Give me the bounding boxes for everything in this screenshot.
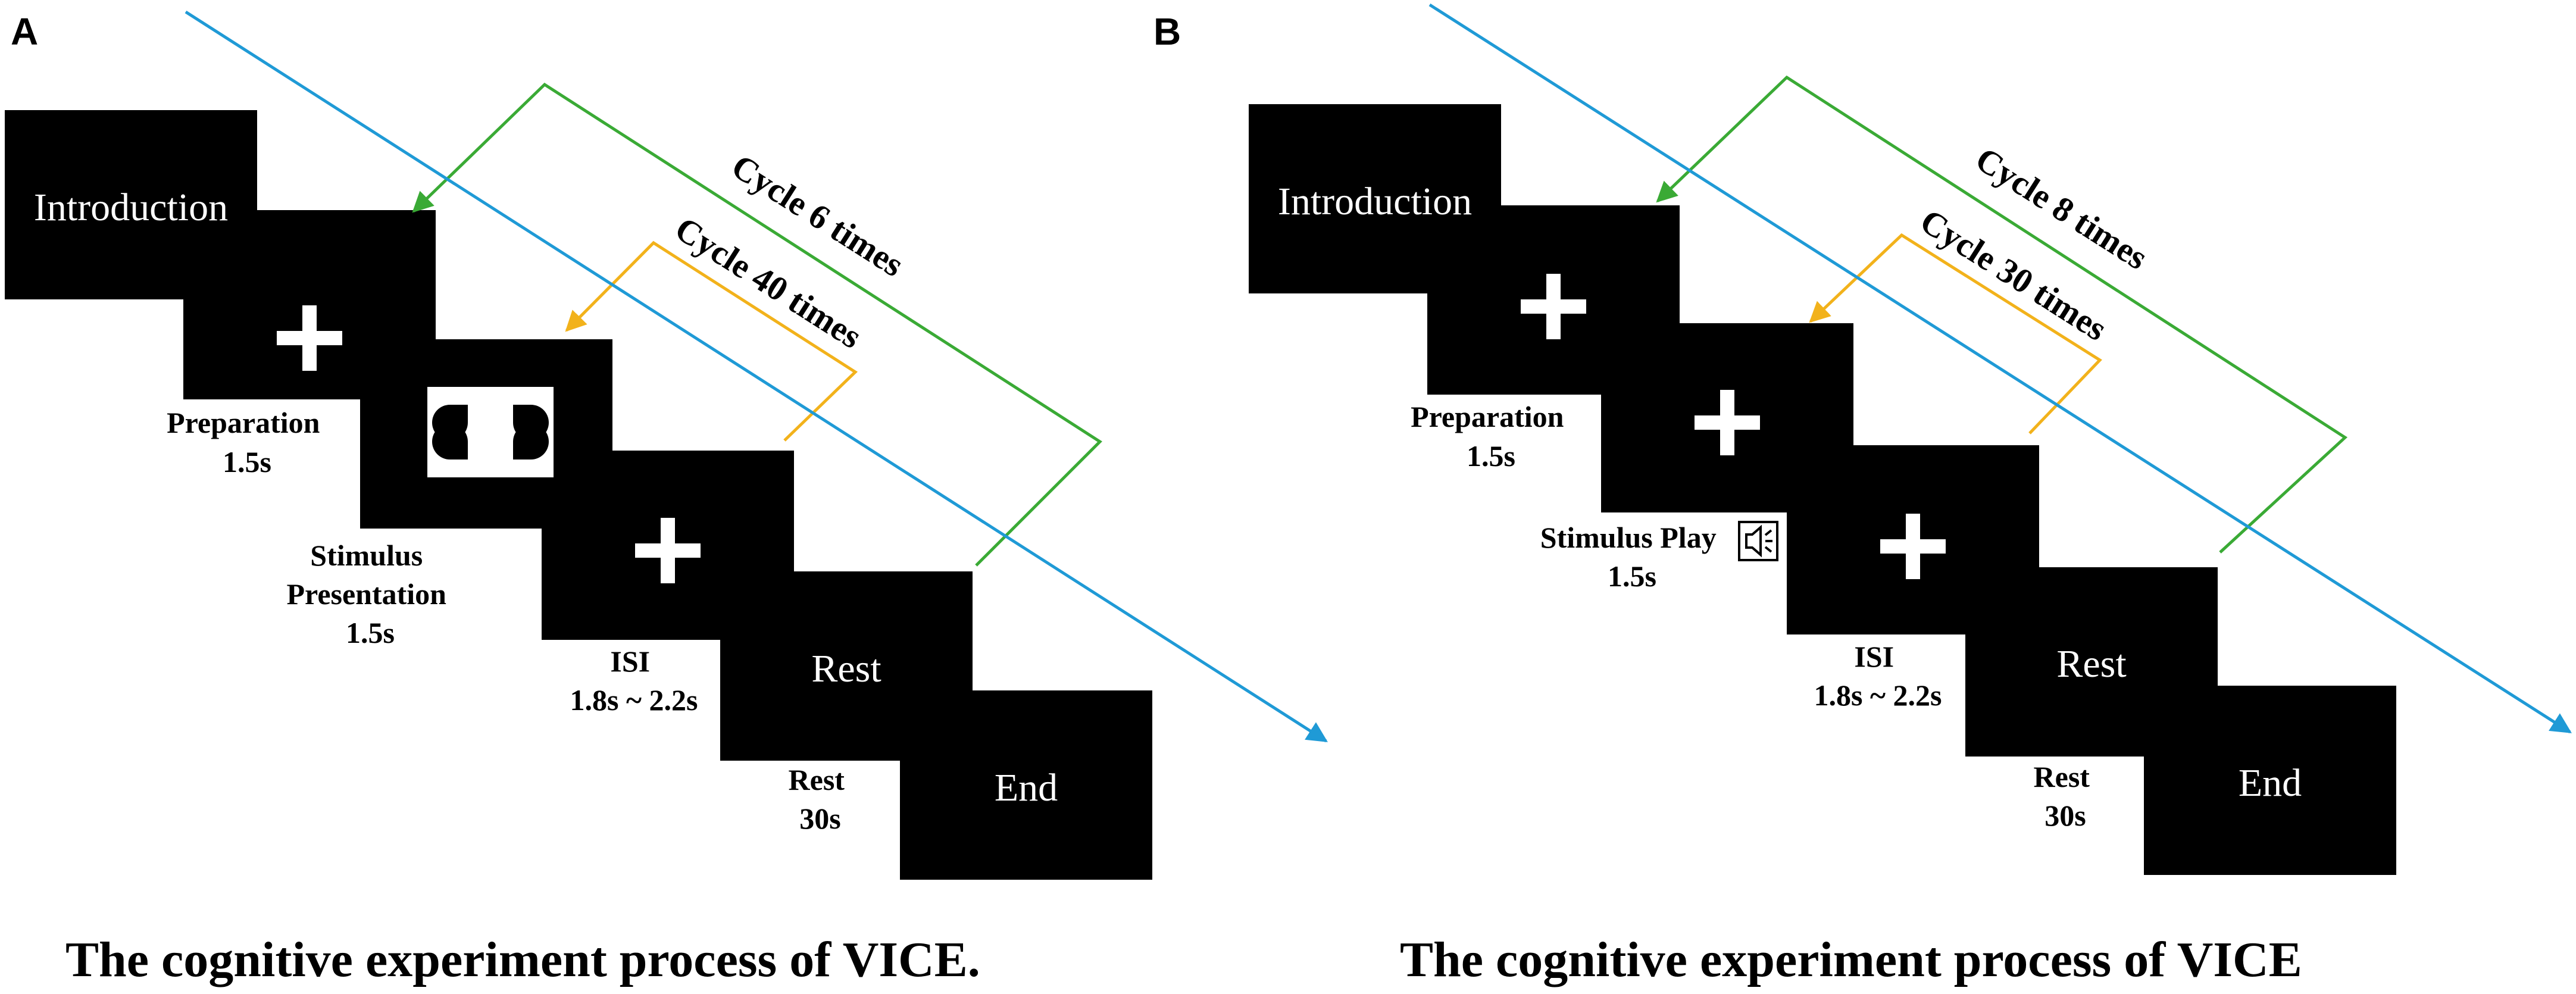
end-box-text: End xyxy=(995,766,1058,809)
plus-icon xyxy=(277,305,342,371)
panel-caption: The cognitive experiment process of VICE xyxy=(1400,932,2302,987)
preparation-label: Preparation 1.5s xyxy=(167,406,327,479)
isi-label: ISI 1.8s ~ 2.2s xyxy=(570,645,698,717)
four-quadrant-target-icon xyxy=(427,387,554,477)
rest-label: Rest 30s xyxy=(2034,760,2097,832)
outer-cycle-loop xyxy=(412,82,1102,567)
preparation-label: Preparation 1.5s xyxy=(1411,400,1571,473)
stimulus-label: Stimulus Presentation 1.5s xyxy=(287,539,454,649)
panel-letter: B xyxy=(1153,10,1181,53)
speaker-icon xyxy=(1738,521,1778,561)
rest-label: Rest 30s xyxy=(789,763,852,835)
stimulus-label: Stimulus Play 1.5s xyxy=(1540,521,1724,593)
outer-cycle-loop xyxy=(1656,75,2348,554)
plus-icon xyxy=(1695,390,1760,455)
plus-icon xyxy=(1521,274,1586,339)
panel-caption: The cognitive experiment process of VICE… xyxy=(65,932,980,987)
rest-box-text: Rest xyxy=(2056,642,2126,686)
plus-icon xyxy=(1880,514,1946,579)
end-box xyxy=(2144,686,2396,875)
inner-cycle-loop xyxy=(565,240,858,442)
plus-icon xyxy=(635,518,701,583)
timeline-arrow xyxy=(185,10,1328,743)
rest-box-text: Rest xyxy=(811,647,881,690)
panel-letter: A xyxy=(11,10,38,53)
panel-a: A Introduction Rest End xyxy=(5,10,1328,987)
end-box xyxy=(900,690,1152,880)
introduction-text: Introduction xyxy=(34,186,228,229)
panel-b: B Introduction Rest End Preparation 1.5s… xyxy=(1153,3,2572,987)
timeline-arrow xyxy=(1428,3,2572,734)
end-box-text: End xyxy=(2239,761,2302,805)
isi-label: ISI 1.8s ~ 2.2s xyxy=(1814,640,1942,712)
introduction-text: Introduction xyxy=(1278,180,1472,223)
